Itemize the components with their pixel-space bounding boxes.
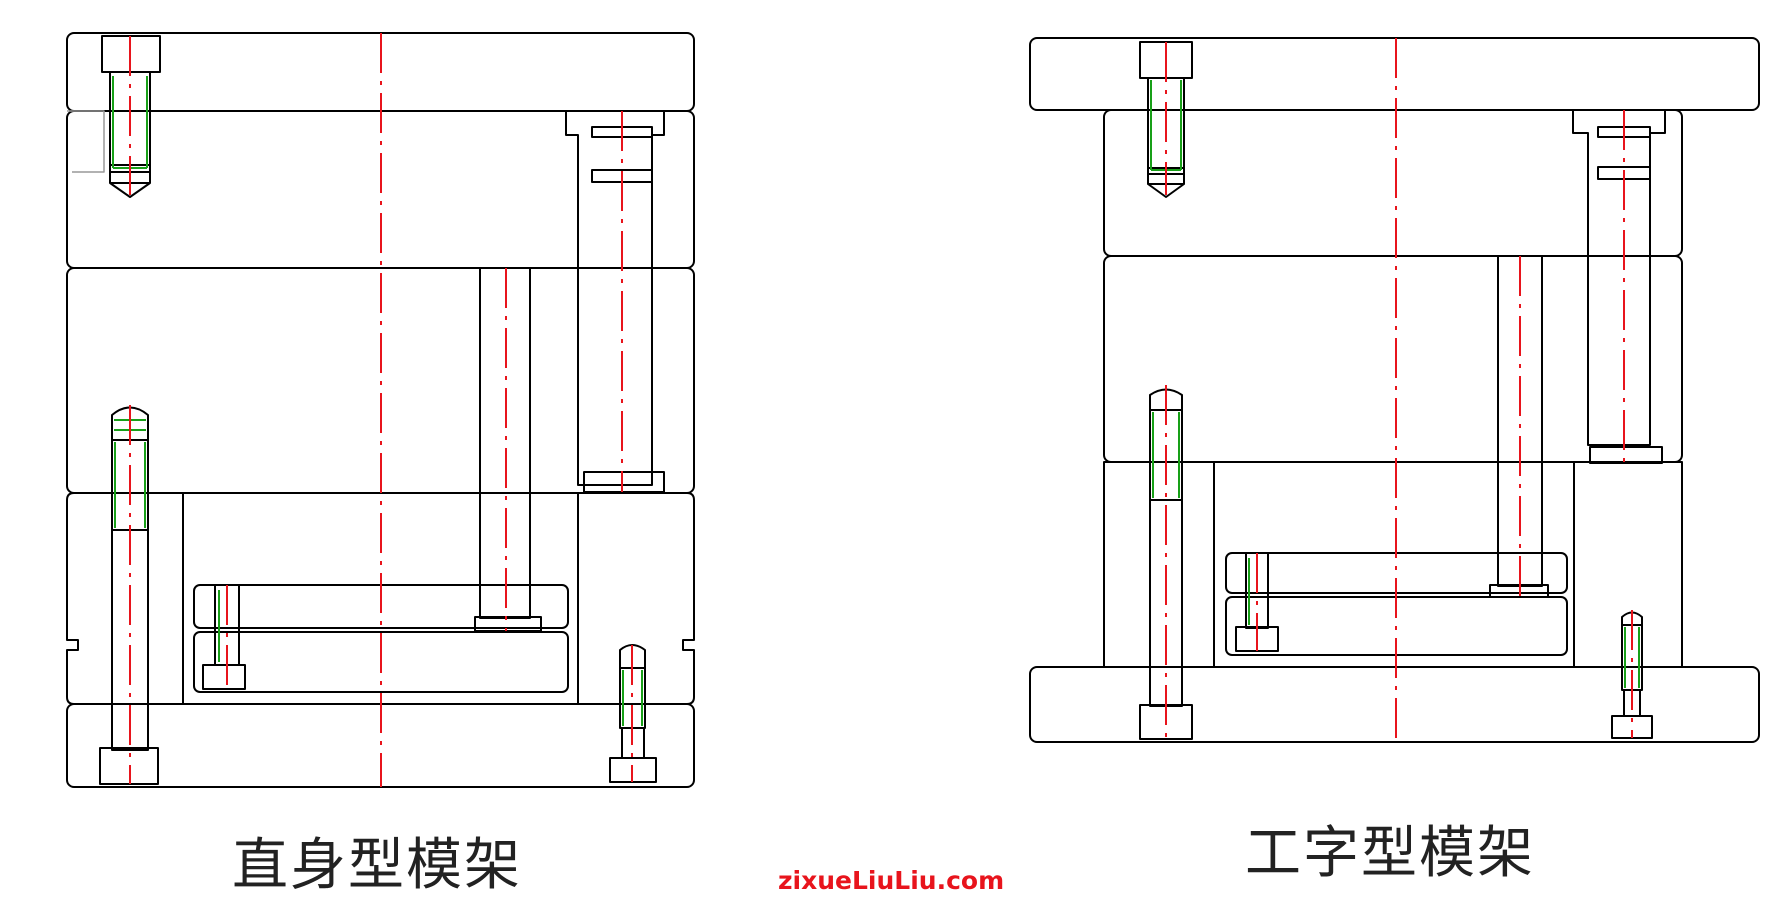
support-plate-left	[66, 492, 184, 705]
ejector-plate	[193, 631, 569, 693]
return-pin	[479, 267, 531, 619]
i-type-mold-base	[1029, 37, 1760, 743]
caption-i-type-mold-base: 工字型模架	[1245, 821, 1535, 886]
support-plate-left-i	[1103, 461, 1215, 668]
caption-straight-mold-base: 直身型模架	[232, 833, 522, 898]
bottom-clamp-plate-i	[1029, 666, 1760, 743]
core-plate-i	[1103, 255, 1683, 463]
watermark-text: zixueLiuLiu.com	[778, 866, 1005, 895]
guide-bushing	[565, 111, 665, 486]
ejector-screw	[202, 584, 246, 690]
support-plate-right	[577, 492, 695, 705]
cavity-plate-i	[1103, 109, 1683, 257]
support-plate-right-i	[1573, 461, 1683, 668]
